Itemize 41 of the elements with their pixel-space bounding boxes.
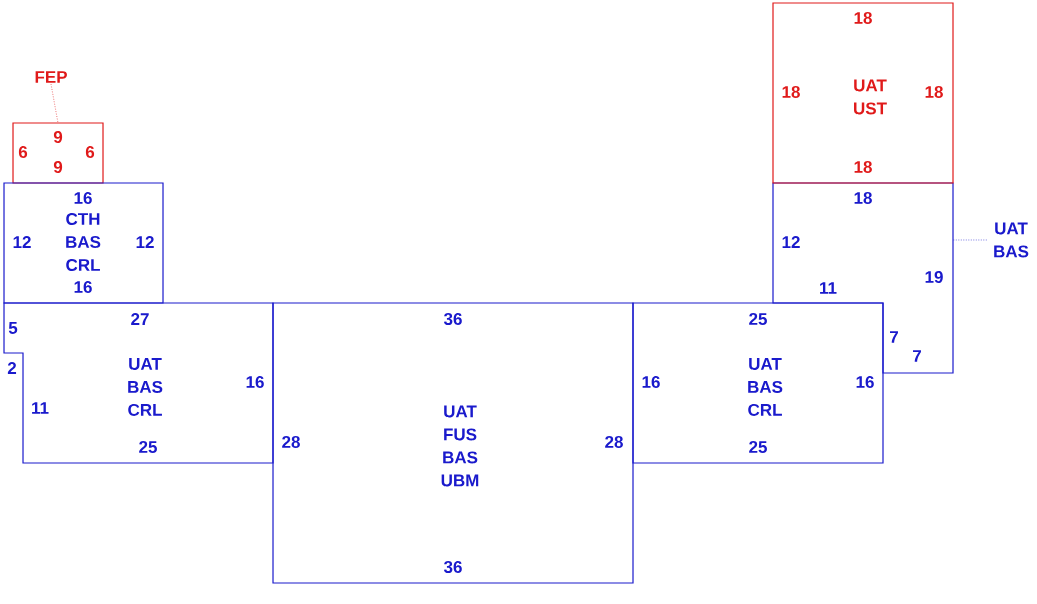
- dimension-label: 6: [18, 146, 28, 158]
- dimension-label: 18: [854, 161, 872, 173]
- dimension-label: 2: [7, 362, 17, 374]
- dimension-label: 11: [820, 282, 837, 294]
- dimension-label: 16: [246, 375, 264, 388]
- dimension-label: 16: [74, 192, 92, 204]
- dimension-label: 16: [642, 375, 660, 388]
- dimension-label: 36: [443, 312, 462, 325]
- dimension-label: 9: [53, 161, 63, 173]
- dimension-label: 5: [8, 322, 18, 334]
- room-label: UAT UST: [854, 79, 887, 115]
- dimension-label: 12: [13, 236, 31, 248]
- room-label: FEP: [35, 71, 67, 83]
- dimension-label: 25: [749, 312, 767, 325]
- dimension-label: 18: [854, 12, 872, 24]
- room-label: UAT BAS CRL: [748, 358, 783, 416]
- room-label: UAT BAS: [994, 222, 1029, 258]
- dimension-label: 12: [136, 236, 154, 248]
- dimension-label: 7: [890, 331, 898, 343]
- dimension-label: 28: [605, 435, 623, 448]
- dimension-label: 25: [139, 440, 157, 453]
- dimension-label: 18: [782, 86, 800, 98]
- room-label: UAT FUS BAS UBM: [441, 405, 479, 487]
- dimension-label: 28: [282, 435, 300, 448]
- dimension-label: 19: [925, 270, 943, 283]
- dimension-label: 36: [443, 560, 462, 573]
- dimension-label: 16: [856, 375, 874, 388]
- leader-line: [50, 83, 59, 124]
- dimension-label: 27: [131, 313, 149, 325]
- room-label: UAT BAS CRL: [128, 358, 163, 416]
- dimension-label: 7: [913, 350, 921, 362]
- room-label: CTH BAS CRL: [66, 213, 101, 271]
- dimension-label: 9: [53, 131, 63, 143]
- dimension-label: 16: [74, 280, 92, 293]
- dimension-label: 6: [85, 146, 95, 158]
- dimension-label: 25: [749, 440, 767, 453]
- leader-line: [952, 239, 988, 241]
- dimension-label: 18: [854, 192, 872, 204]
- dimension-label: 11: [32, 402, 49, 414]
- dimension-label: 18: [925, 86, 943, 98]
- dimension-label: 12: [782, 236, 800, 248]
